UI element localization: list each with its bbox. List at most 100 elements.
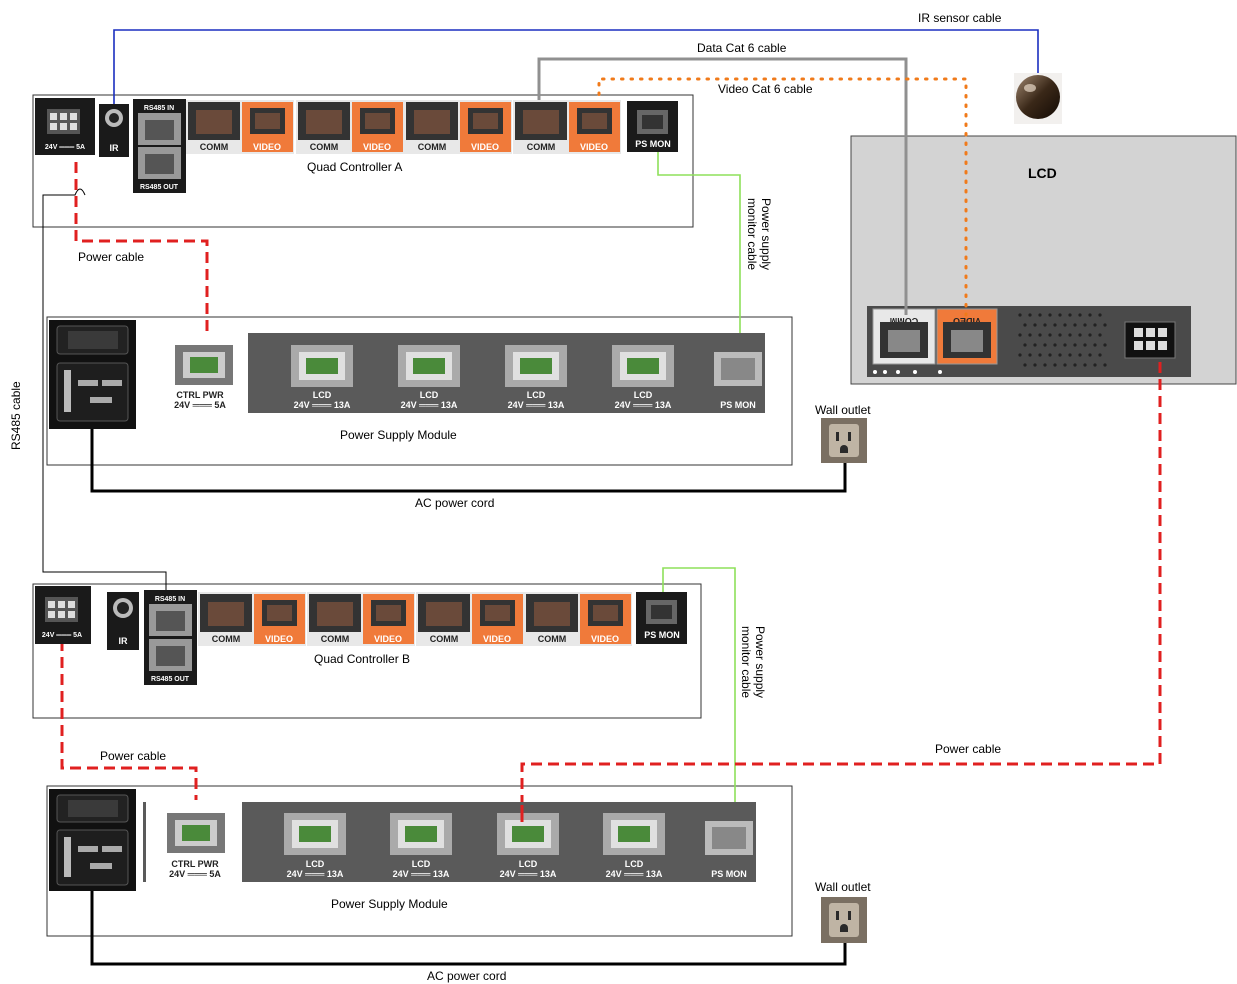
controller-a-port-pair-1: COMM VIDEO [186,100,294,154]
controller-a-comm-label-2[interactable]: COMM [310,142,339,152]
data-cat6-cable-label: Data Cat 6 cable [697,41,787,55]
controller-a-rs485-port[interactable]: RS485 IN RS485 OUT [133,99,186,193]
controller-a-comm-label-3[interactable]: COMM [418,142,447,152]
controller-a-ir-port[interactable]: IR [99,104,129,157]
controller-b-comm-label-4[interactable]: COMM [538,634,567,644]
psu-b-psmon-port[interactable]: PS MON [705,821,753,879]
lcd-comm-port[interactable]: COMM [872,308,936,365]
psu-a-lcd-port-3[interactable]: LCD 24V ═══ 13A [505,345,567,410]
psu-a-psmon-port[interactable]: PS MON [714,352,762,410]
psu-a-lcd-port-1[interactable]: LCD 24V ═══ 13A [291,345,353,410]
controller-b-port-pair-1: COMM VIDEO [198,592,306,646]
controller-a: 24V ═══ 5A IR RS485 IN RS485 OUT COMM VI… [35,98,678,193]
psu-a-psmon-label: PS MON [720,400,756,410]
ir-sensor-icon [1014,73,1062,124]
controller-b-video-label-3[interactable]: VIDEO [483,634,511,644]
controller-a-psmon-port[interactable]: PS MON [627,101,678,152]
controller-a-video-label-3[interactable]: VIDEO [471,142,499,152]
ac-power-cord-b-label: AC power cord [427,969,506,983]
data-cat6-cable [537,57,908,315]
psu-a-title: Power Supply Module [340,428,457,442]
psu-a-lcd-label-1: LCD [313,390,332,400]
lcd-display-title: LCD [1028,165,1057,181]
psu-a: CTRL PWR 24V ═══ 5A LCD 24V ═══ 13A LCD … [49,320,765,442]
power-cable-b-label: Power cable [100,749,166,763]
controller-b-video-label-4[interactable]: VIDEO [591,634,619,644]
psu-b-lcd-port-4[interactable]: LCD 24V ═══ 13A [603,813,665,879]
wall-outlet-b-label: Wall outlet [815,880,871,894]
psu-b-lcd-rating-2: 24V ═══ 13A [393,869,450,879]
psu-b-switch-block[interactable] [49,789,136,891]
psu-a-lcd-port-4[interactable]: LCD 24V ═══ 13A [612,345,674,410]
lcd-video-label: VIDEO [953,316,981,326]
psu-b-lcd-rating-4: 24V ═══ 13A [606,869,663,879]
controller-b-ir-label: IR [119,636,129,646]
psu-a-lcd-rating-3: 24V ═══ 13A [508,400,565,410]
controller-b-psmon-port[interactable]: PS MON [636,592,687,644]
psu-a-lcd-rating-1: 24V ═══ 13A [294,400,351,410]
psu-b-lcd-rating-1: 24V ═══ 13A [287,869,344,879]
controller-a-port-pair-2: COMM VIDEO [296,100,404,154]
controller-a-comm-label-4[interactable]: COMM [527,142,556,152]
psmon-cable-a-label-2: monitor cable [745,198,759,270]
psu-b-lcd-port-2[interactable]: LCD 24V ═══ 13A [390,813,452,879]
psu-b-ctrl-pwr-port[interactable]: CTRL PWR 24V ═══ 5A [146,802,242,882]
psmon-cable-b-label-2: monitor cable [739,626,753,698]
psu-b-lcd-port-3[interactable]: LCD 24V ═══ 13A [497,813,559,879]
controller-b-comm-label-1[interactable]: COMM [212,634,241,644]
psu-b-lcd-label-2: LCD [412,859,431,869]
ir-sensor-cable-label: IR sensor cable [918,11,1002,25]
controller-b-power-port[interactable]: 24V ═══ 5A [35,586,91,644]
psmon-cable-b-label-1: Power supply [753,626,767,698]
psu-a-switch-block[interactable] [49,320,136,429]
controller-a-power-rating: 24V ═══ 5A [45,144,85,151]
controller-b: 24V ═══ 5A IR RS485 IN RS485 OUT COMM VI… [35,586,687,685]
psu-b-ctrl-pwr-rating: 24V ═══ 5A [169,869,221,879]
controller-b-video-label-2[interactable]: VIDEO [374,634,402,644]
controller-b-comm-label-3[interactable]: COMM [430,634,459,644]
controller-b-port-pair-2: COMM VIDEO [307,592,415,646]
controller-a-ir-label: IR [110,143,120,153]
controller-b-rs485-port[interactable]: RS485 IN RS485 OUT [144,590,197,685]
controller-b-video-label-1[interactable]: VIDEO [265,634,293,644]
psu-a-ctrl-pwr-rating: 24V ═══ 5A [174,400,226,410]
lcd-comm-label: COMM [890,316,919,326]
wall-outlet-b-icon [821,897,867,943]
ac-power-cord-a [90,420,847,493]
wall-outlet-a-label: Wall outlet [815,403,871,417]
psu-a-lcd-label-3: LCD [527,390,546,400]
lcd-video-port[interactable]: VIDEO [936,308,998,365]
controller-a-video-label-1[interactable]: VIDEO [253,142,281,152]
controller-a-video-label-2[interactable]: VIDEO [363,142,391,152]
controller-a-port-pair-3: COMM VIDEO [404,100,512,154]
power-cable-a-label: Power cable [78,250,144,264]
psu-a-ctrl-pwr-port[interactable]: CTRL PWR 24V ═══ 5A [152,333,248,413]
controller-a-power-port[interactable]: 24V ═══ 5A [35,98,95,155]
lcd-screw-holes [873,370,942,374]
psmon-cable-b [662,567,736,835]
wall-outlet-a-icon [821,418,867,463]
controller-a-title: Quad Controller A [307,160,402,174]
controller-a-port-pair-4: COMM VIDEO [513,100,621,154]
controller-a-video-label-4[interactable]: VIDEO [580,142,608,152]
controller-a-rs485-in: RS485 IN [144,105,174,112]
power-cable-b [60,640,198,800]
lcd-power-port[interactable] [1124,321,1176,359]
lcd-vent-grille [1018,313,1107,367]
controller-b-comm-label-2[interactable]: COMM [321,634,350,644]
ir-sensor-cable [113,29,1039,110]
psu-b-lcd-label-4: LCD [625,859,644,869]
ac-power-cord-a-label: AC power cord [415,496,494,510]
controller-b-port-pair-4: COMM VIDEO [524,592,632,646]
psu-b-lcd-rating-3: 24V ═══ 13A [500,869,557,879]
controller-b-ir-port[interactable]: IR [107,592,139,650]
psu-a-lcd-port-2[interactable]: LCD 24V ═══ 13A [398,345,460,410]
psu-b-ctrl-pwr-label: CTRL PWR [171,859,219,869]
psmon-cable-a-label-1: Power supply [759,198,773,270]
psu-b-title: Power Supply Module [331,897,448,911]
psu-b-lcd-port-1[interactable]: LCD 24V ═══ 13A [284,813,346,879]
video-cat6-cable-label: Video Cat 6 cable [718,82,813,96]
psu-a-lcd-rating-2: 24V ═══ 13A [401,400,458,410]
controller-a-comm-label-1[interactable]: COMM [200,142,229,152]
